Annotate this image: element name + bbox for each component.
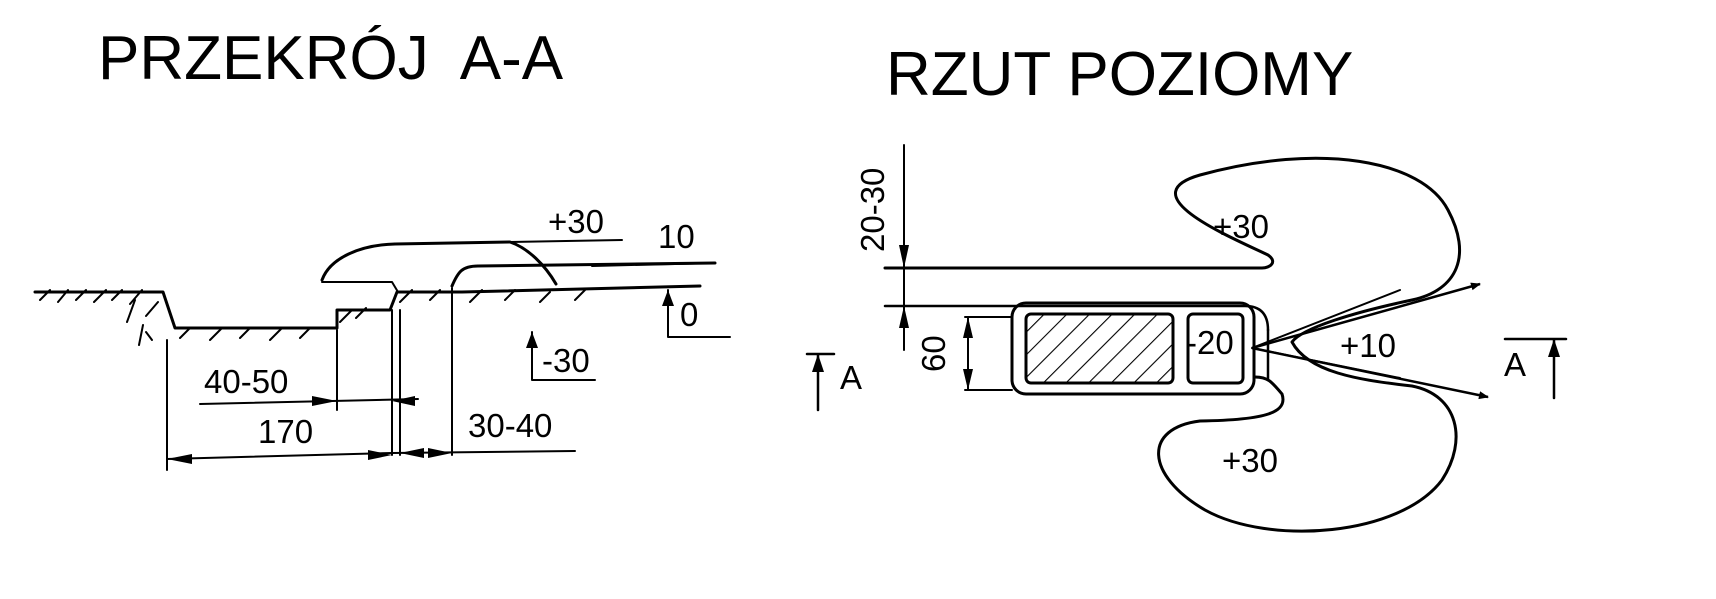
level-line-embankment <box>591 262 716 267</box>
level-arrow-trench <box>526 332 538 348</box>
level-mark-ground <box>667 289 731 338</box>
dim-label-top-offset: 20-30 <box>854 168 891 252</box>
level-label-ground: 0 <box>680 296 698 333</box>
dim-tick-top-offset <box>899 245 909 268</box>
dim-tick-total-a <box>167 454 192 464</box>
section-mark-right-arrow <box>1548 339 1560 357</box>
section-label-right: A <box>1504 346 1526 383</box>
dim-tick-width-a <box>963 317 973 338</box>
dim-tick-step-b <box>392 396 415 406</box>
dim-tick-total-b <box>368 450 392 460</box>
level-label-embankment: 10 <box>658 218 695 255</box>
section-label-left: A <box>840 359 862 396</box>
dim-line-width <box>964 316 1013 391</box>
dim-tick-step-a <box>312 396 337 406</box>
dim-line-step <box>199 398 419 405</box>
level-label-upper-lobe: +30 <box>1213 208 1269 245</box>
dim-line-total <box>166 452 393 460</box>
dim-tick-width-b <box>963 369 973 390</box>
dim-label-width: 60 <box>915 335 952 372</box>
level-label-pit: -20 <box>1186 324 1234 361</box>
section-mark-left-arrow <box>812 354 824 372</box>
dim-tick-top-offset-b <box>899 306 909 328</box>
plan-view: 20-30 60 A A +30 +30 -20 +10 <box>805 144 1568 533</box>
section-view: +30 10 0 -30 40-50 170 30-40 <box>33 203 731 471</box>
ground-profile <box>33 284 702 330</box>
plan-view-title: RZUT POZIOMY <box>886 40 1354 109</box>
embankment-mound <box>320 240 558 286</box>
embankment-platform <box>450 261 717 288</box>
dim-tick-edge-b <box>428 448 452 458</box>
dim-label-total: 170 <box>258 413 313 450</box>
embankment-inner <box>321 281 399 293</box>
section-view-title: PRZEKRÓJ A-A <box>98 24 564 93</box>
level-line-top <box>509 239 623 243</box>
hatched-block <box>1024 312 1175 385</box>
dim-label-edge: 30-40 <box>468 407 552 444</box>
dim-tick-edge-a <box>400 448 424 458</box>
flow-arrow-upper <box>1251 282 1481 350</box>
channel-wall-upper <box>883 304 1270 332</box>
level-label-lower-lobe: +30 <box>1222 442 1278 479</box>
extension-lines <box>166 287 453 471</box>
dim-label-step: 40-50 <box>204 363 288 400</box>
level-arrow-ground <box>662 290 674 306</box>
level-label-top: +30 <box>548 203 604 240</box>
plan-outline <box>883 156 1462 533</box>
flow-fan <box>1251 289 1401 379</box>
level-label-channel: +10 <box>1340 327 1396 364</box>
pit <box>1186 312 1245 385</box>
soil-hatching <box>39 289 586 346</box>
level-label-trench: -30 <box>542 342 590 379</box>
